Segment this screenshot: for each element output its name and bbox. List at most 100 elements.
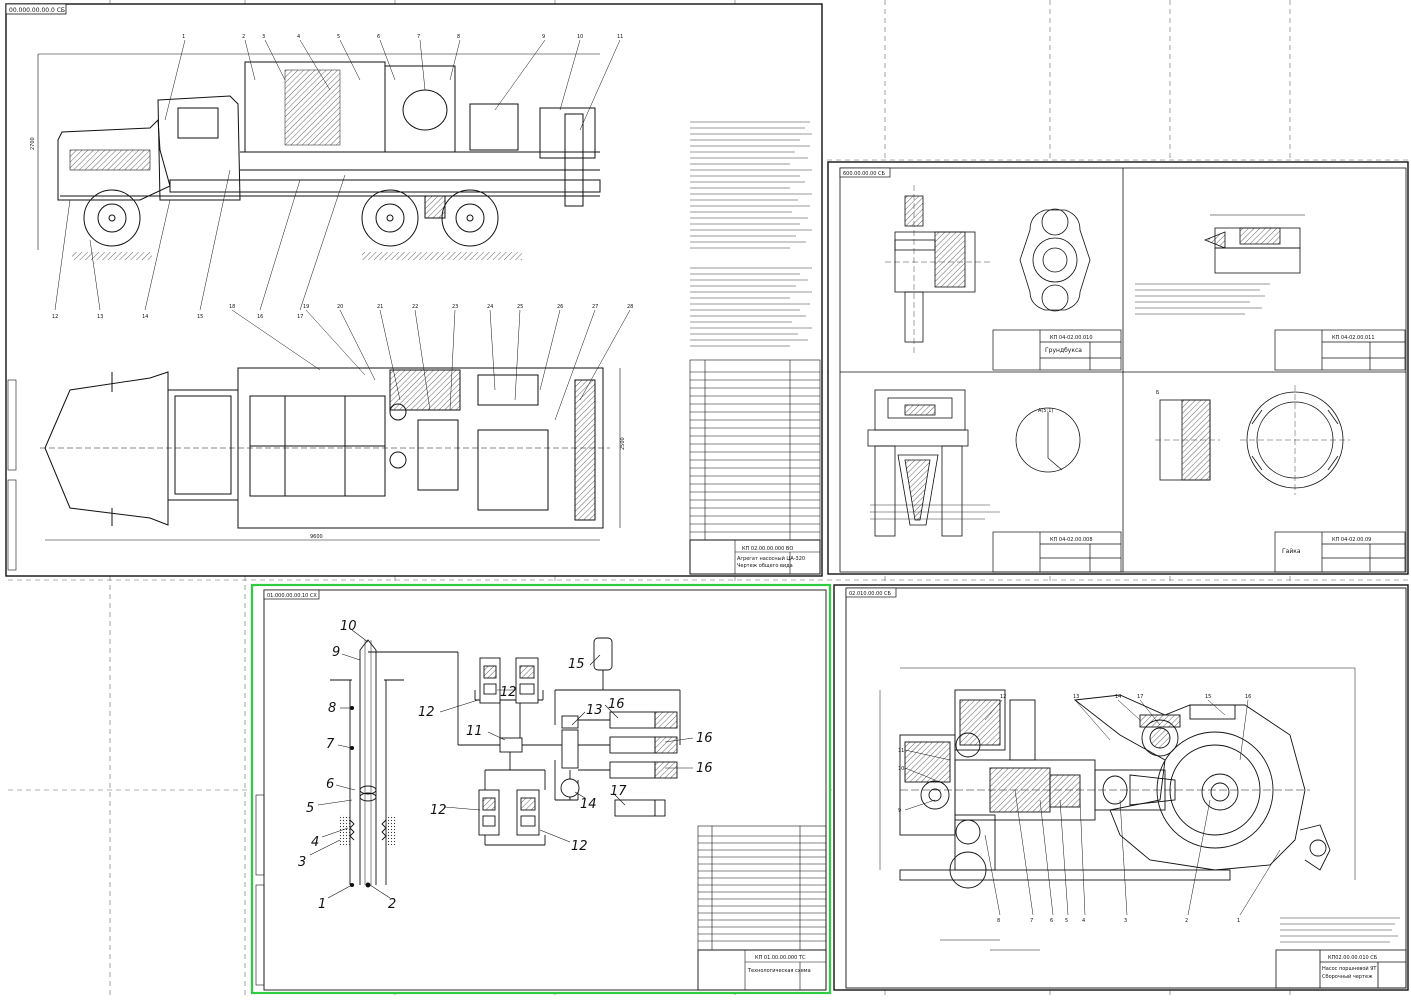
view-b-label: Б: [1156, 390, 1160, 396]
svg-text:2: 2: [242, 34, 245, 40]
svg-text:1: 1: [182, 34, 185, 40]
seal-title-code: КП 04-02.00.008: [1050, 537, 1093, 543]
pump-leaders: [904, 699, 1281, 916]
pump-title-line1: Насос поршневой 9Т: [1322, 965, 1377, 972]
scheme-title-code: КП 01.00.00.000 ТС: [755, 955, 806, 961]
svg-text:9: 9: [898, 808, 901, 814]
label-13: 13: [586, 703, 603, 718]
truck-leaders-plan: [231, 309, 631, 421]
well-drawing: [330, 639, 458, 888]
pump-callout-labels: 1 2 3 4 5 6 7 8 9 10 11 12 13 14 15 16 1…: [898, 694, 1251, 924]
pump-title-block: [1275, 949, 1407, 989]
gland-title-block: [992, 329, 1122, 371]
label-6: 6: [326, 777, 334, 792]
svg-text:10: 10: [898, 766, 904, 772]
svg-text:6: 6: [1050, 918, 1053, 924]
gland-title-code: КП 04-02.00.010: [1050, 335, 1093, 341]
svg-text:15: 15: [197, 314, 203, 320]
svg-text:1: 1: [1237, 918, 1240, 924]
svg-text:4: 4: [1082, 918, 1085, 924]
svg-text:28: 28: [627, 304, 633, 310]
svg-text:21: 21: [377, 304, 383, 310]
units-12: [478, 637, 678, 836]
svg-text:11: 11: [898, 748, 904, 754]
svg-text:24: 24: [487, 304, 493, 310]
label-10: 10: [340, 619, 357, 634]
truck-length-dim: 9600: [310, 534, 323, 540]
label-16a: 16: [608, 697, 625, 712]
svg-text:18: 18: [229, 304, 235, 310]
truck-left-margin: [7, 379, 17, 571]
truck-leaders-top: [54, 39, 621, 311]
truck-sheet-code: 00.000.00.00.0 СБ: [9, 7, 65, 14]
label-14: 14: [580, 797, 597, 812]
svg-text:16: 16: [1245, 694, 1251, 700]
svg-text:27: 27: [592, 304, 598, 310]
label-12d: 12: [571, 839, 588, 854]
scheme-labels: 1 2 3 4 5 6 7 8 9 10 11 12 12 12 12 13 1…: [298, 619, 713, 912]
truck-side-view: [37, 53, 601, 260]
section-a-label: А(5:1): [1038, 408, 1053, 414]
truck-callout-labels: 1 2 3 4 5 6 7 8 9 10 11 12 13 14 15 16 1…: [52, 34, 623, 320]
svg-text:25: 25: [517, 304, 523, 310]
svg-text:26: 26: [557, 304, 563, 310]
pump-title-line2: Сборочный чертеж: [1322, 973, 1373, 980]
svg-text:23: 23: [452, 304, 458, 310]
pump-title-code: КП02.00.00.010 СБ: [1328, 955, 1378, 961]
svg-text:13: 13: [97, 314, 103, 320]
truck-width-dim: 2500: [620, 437, 626, 450]
label-1: 1: [318, 897, 326, 912]
truck-callout-labels-plan: 18 19 20 21 22 23 24 25 26 27 28: [229, 304, 633, 310]
label-11: 11: [466, 724, 483, 739]
truck-title-line2: Чертеж общего вида: [737, 563, 793, 569]
svg-text:4: 4: [297, 34, 300, 40]
svg-text:7: 7: [417, 34, 420, 40]
svg-text:5: 5: [337, 34, 340, 40]
label-12a: 12: [418, 705, 435, 720]
nut-drawing: [1155, 385, 1350, 495]
svg-text:7: 7: [1030, 918, 1033, 924]
svg-text:15: 15: [1205, 694, 1211, 700]
svg-text:3: 3: [262, 34, 265, 40]
svg-text:8: 8: [457, 34, 460, 40]
label-15: 15: [568, 657, 585, 672]
seal-drawing: [867, 389, 1081, 537]
svg-text:11: 11: [617, 34, 623, 40]
label-16b: 16: [696, 731, 713, 746]
svg-text:5: 5: [1065, 918, 1068, 924]
label-12c: 12: [430, 803, 447, 818]
svg-text:20: 20: [337, 304, 343, 310]
scheme-sheet-code: 01.000.00.00.10 СХ: [267, 593, 317, 599]
svg-text:12: 12: [52, 314, 58, 320]
sheet-truck: 00.000.00.00.0 СБ: [5, 3, 823, 577]
label-3: 3: [298, 855, 306, 870]
ring-drawing: [1203, 214, 1305, 274]
svg-text:14: 14: [1115, 694, 1121, 700]
truck-parts-table: [689, 359, 821, 575]
label-9: 9: [332, 645, 340, 660]
svg-text:17: 17: [297, 314, 303, 320]
gland-drawing: [885, 185, 1091, 355]
seal-notes: [870, 504, 1000, 520]
svg-text:2: 2: [1185, 918, 1188, 924]
scheme-title-name: Технологическая схема: [747, 968, 811, 974]
truck-plan-view: [40, 367, 621, 541]
label-12b: 12: [500, 685, 517, 700]
label-17: 17: [610, 784, 627, 799]
svg-text:8: 8: [997, 918, 1000, 924]
svg-text:10: 10: [577, 34, 583, 40]
sheet-parts: 600.00.00.00 СБ КП 04-02.00.010 Грундбук…: [827, 161, 1409, 575]
truck-height-dim: 2700: [30, 137, 36, 150]
gland-title-name: Грундбукса: [1045, 347, 1082, 354]
svg-text:3: 3: [1124, 918, 1127, 924]
svg-text:17: 17: [1137, 694, 1143, 700]
pump-notes: [1280, 917, 1400, 943]
sheet-pump: 02.010.00.00 СБ: [833, 584, 1409, 991]
label-2: 2: [388, 897, 396, 912]
nut-title-name: Гайка: [1282, 548, 1301, 555]
svg-text:19: 19: [303, 304, 309, 310]
label-5: 5: [306, 801, 314, 816]
ring-notes: [1135, 283, 1270, 315]
svg-text:12: 12: [1000, 694, 1006, 700]
